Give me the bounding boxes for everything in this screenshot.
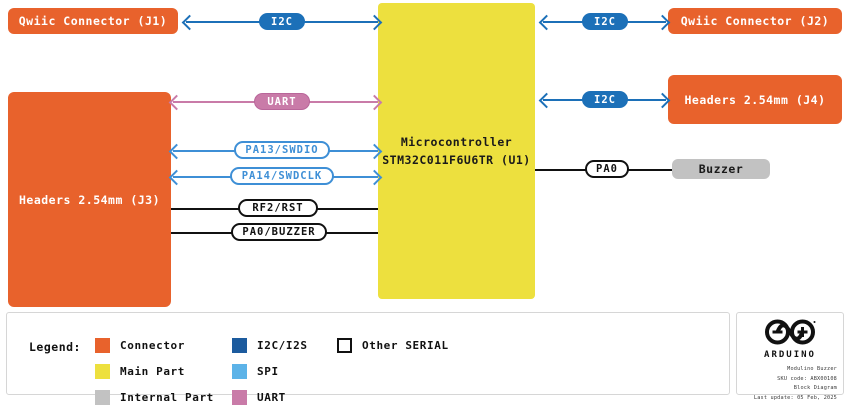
- legend-swatch-other-serial: [337, 338, 352, 353]
- signal-label: PA13/SWDIO: [245, 144, 319, 156]
- sku-code: SKU code: ABX00108: [777, 375, 837, 382]
- legend-swatch-i2c: [232, 338, 247, 353]
- signal-pill-swdclk: PA14/SWDCLK: [230, 167, 334, 185]
- arrowhead-left: [168, 169, 185, 185]
- document-type: Block Diagram: [793, 385, 837, 392]
- legend-swatch-main-part: [95, 364, 110, 379]
- block-headers-j4: Headers 2.54mm (J4): [668, 75, 842, 124]
- legend-label: Main Part: [120, 365, 186, 378]
- legend-label: Connector: [120, 339, 186, 352]
- block-microcontroller: Microcontroller STM32C011F6U6TR (U1): [378, 3, 535, 299]
- legend-swatch-connector: [95, 338, 110, 353]
- title-block-metadata: Modulino Buzzer SKU code: ABX00108 Block…: [754, 365, 837, 404]
- arrowhead-left: [538, 14, 555, 30]
- legend-label: I2C/I2S: [257, 339, 308, 352]
- legend-swatch-uart: [232, 390, 247, 405]
- product-name: Modulino Buzzer: [787, 366, 837, 372]
- signal-label: UART: [267, 95, 297, 108]
- legend-label: Internal Part: [120, 391, 214, 404]
- arrowhead-left: [168, 143, 185, 159]
- block-label: Headers 2.54mm (J3): [18, 192, 161, 207]
- legend-item-main-part: Main Part: [95, 364, 185, 379]
- signal-label: I2C: [594, 93, 616, 106]
- block-label: Qwiic Connector (J2): [680, 14, 830, 28]
- signal-pill-pa0-buzzer: PA0/BUZZER: [231, 223, 327, 241]
- legend-label: UART: [257, 391, 286, 404]
- block-qwiic-connector-j1: Qwiic Connector (J1): [8, 8, 178, 34]
- signal-label: PA0/BUZZER: [242, 226, 316, 238]
- block-buzzer: Buzzer: [672, 159, 770, 179]
- block-qwiic-connector-j2: Qwiic Connector (J2): [668, 8, 842, 34]
- legend-item-i2c: I2C/I2S: [232, 338, 308, 353]
- signal-label: PA0: [596, 163, 618, 175]
- block-label: Headers 2.54mm (J4): [684, 92, 826, 107]
- signal-label: RF2/RST: [252, 202, 304, 214]
- signal-label: I2C: [594, 15, 616, 28]
- arrowhead-left: [538, 92, 555, 108]
- last-update: Last update: 05 Feb, 2025: [753, 394, 837, 401]
- signal-pill-rst: RF2/RST: [238, 199, 318, 217]
- arduino-wordmark: ARDUINO: [764, 350, 816, 360]
- legend-item-connector: Connector: [95, 338, 185, 353]
- signal-pill-swdio: PA13/SWDIO: [234, 141, 330, 159]
- legend-item-spi: SPI: [232, 364, 279, 379]
- legend-label: Other SERIAL: [362, 339, 449, 352]
- legend-item-internal-part: Internal Part: [95, 390, 214, 405]
- block-label: Qwiic Connector (J1): [18, 14, 168, 28]
- legend-swatch-internal-part: [95, 390, 110, 405]
- arrowhead-left: [181, 14, 198, 30]
- title-block: ARDUINO Modulino Buzzer SKU code: ABX001…: [736, 312, 844, 401]
- legend-panel: Legend: Connector Main Part Internal Par…: [6, 312, 730, 405]
- signal-pill-i2c-j1: I2C: [259, 13, 305, 30]
- block-headers-j3: Headers 2.54mm (J3): [8, 92, 171, 307]
- legend-item-other-serial: Other SERIAL: [337, 338, 449, 353]
- legend-label: SPI: [257, 365, 279, 378]
- legend-item-uart: UART: [232, 390, 286, 405]
- signal-label: PA14/SWDCLK: [241, 170, 323, 182]
- arrowhead-left: [168, 94, 185, 110]
- signal-label: I2C: [271, 15, 293, 28]
- arduino-logo: ARDUINO: [763, 319, 817, 360]
- signal-pill-i2c-j2: I2C: [582, 13, 628, 30]
- signal-pill-pa0: PA0: [585, 160, 629, 178]
- signal-pill-i2c-j4: I2C: [582, 91, 628, 108]
- legend-swatch-spi: [232, 364, 247, 379]
- mcu-title: Microcontroller: [400, 134, 513, 149]
- signal-pill-uart-j3: UART: [254, 93, 310, 110]
- legend-title: Legend:: [29, 340, 81, 354]
- block-label: Buzzer: [698, 162, 744, 176]
- arduino-infinity-icon: [765, 319, 816, 345]
- mcu-part-number: STM32C011F6U6TR (U1): [382, 153, 531, 167]
